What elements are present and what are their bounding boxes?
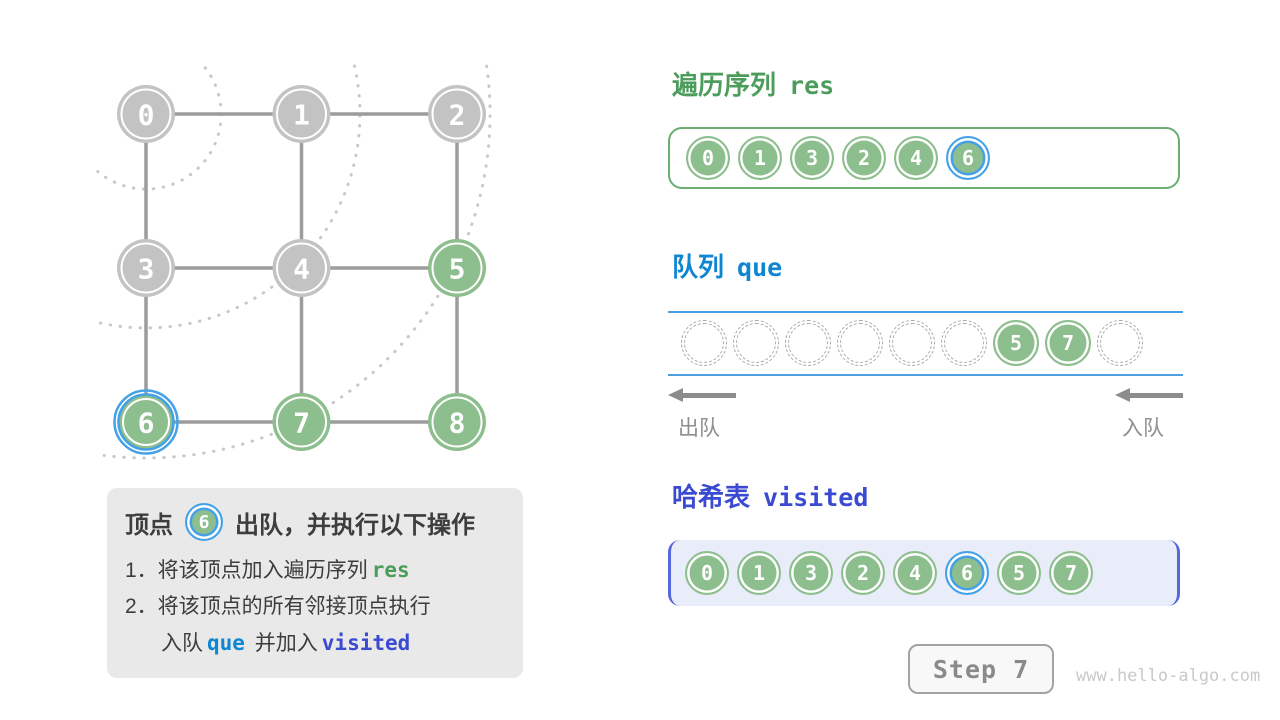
watermark-text: www.hello-algo.com (1076, 666, 1261, 686)
graph-node-label: 7 (293, 407, 310, 440)
res-item-2: 2 (842, 136, 886, 180)
res-item-0: 0 (686, 136, 730, 180)
queue-slot-empty-5 (941, 320, 987, 366)
visited-item-5: 5 (997, 551, 1041, 595)
graph-node-label: 0 (138, 99, 155, 132)
queue-item-5: 5 (993, 320, 1039, 366)
queue-slot-empty-1 (733, 320, 779, 366)
vertex-badge: 6 (185, 503, 223, 541)
graph-node-0: 0 (117, 85, 175, 143)
graph-node-label: 5 (449, 253, 466, 286)
visited-heading-zh: 哈希表 (672, 482, 751, 512)
explanation-title-suffix: 出队，并执行以下操作 (235, 511, 475, 539)
res-item-1: 1 (738, 136, 782, 180)
graph-node-6: 6 (113, 389, 179, 455)
visited-code-label: visited (321, 631, 411, 655)
enqueue-arrow-icon (1115, 388, 1183, 403)
queue-top-line (668, 311, 1183, 313)
graph-node-4: 4 (272, 239, 331, 297)
visited-item-3: 3 (789, 551, 833, 595)
enqueue-label: 入队 (1122, 417, 1164, 440)
graph-node-8: 8 (428, 393, 486, 451)
dequeue-label: 出队 (678, 417, 720, 440)
graph-node-label: 4 (293, 253, 310, 286)
bfs-wavefront-arcs (96, 64, 492, 460)
res-item-6: 6 (946, 136, 990, 180)
queue-slot-empty-3 (837, 320, 883, 366)
graph-node-label: 2 (449, 99, 466, 132)
step-indicator: Step 7 (908, 644, 1054, 694)
visited-item-2: 2 (841, 551, 885, 595)
bfs-layer-arc (96, 66, 223, 191)
queue-slot-empty-2 (785, 320, 831, 366)
res-code-label: res (371, 558, 410, 582)
res-heading-zh: 遍历序列 (672, 70, 777, 100)
res-item-3: 3 (790, 136, 834, 180)
que-code-label: que (207, 631, 245, 655)
visited-item-7: 7 (1049, 551, 1093, 595)
graph-node-label: 6 (138, 407, 155, 440)
graph-node-label: 1 (293, 99, 310, 132)
queue-heading-zh: 队列 (672, 252, 725, 282)
graph-node-label: 8 (449, 407, 466, 440)
visited-item-6: 6 (945, 551, 989, 595)
graph-node-1: 1 (272, 85, 331, 143)
visited-panel-heading: 哈希表 visited (672, 482, 868, 513)
explanation-title-prefix: 顶点 (125, 511, 173, 539)
res-panel-heading: 遍历序列 res (672, 70, 834, 101)
queue-bottom-line (668, 374, 1183, 376)
queue-slot-empty-4 (889, 320, 935, 366)
bfs-layer-arc (96, 64, 362, 330)
dequeue-arrow-icon (668, 388, 736, 403)
explanation-step-2: 2．将该顶点的所有邻接顶点执行 (125, 595, 431, 618)
visited-item-1: 1 (737, 551, 781, 595)
visited-item-4: 4 (893, 551, 937, 595)
res-item-4: 4 (894, 136, 938, 180)
queue-heading-code: que (737, 253, 783, 282)
queue-item-7: 7 (1045, 320, 1091, 366)
graph-node-label: 3 (138, 253, 155, 286)
queue-slot-empty-8 (1097, 320, 1143, 366)
graph-nodes: 0 1 2 3 4 5 6 7 8 (113, 85, 486, 455)
queue-panel-heading: 队列 que (672, 252, 782, 283)
graph-node-7: 7 (272, 393, 331, 451)
queue-slot-empty-0 (681, 320, 727, 366)
visited-heading-code: visited (763, 483, 869, 512)
graph-node-5: 5 (428, 239, 486, 297)
res-heading-code: res (789, 71, 835, 100)
visited-item-0: 0 (685, 551, 729, 595)
graph-node-3: 3 (117, 239, 175, 297)
explanation-title: 顶点 6 出队，并执行以下操作 (125, 503, 523, 541)
graph-canvas: 0 1 2 3 4 5 6 7 8 (96, 64, 492, 460)
graph-node-2: 2 (428, 85, 486, 143)
